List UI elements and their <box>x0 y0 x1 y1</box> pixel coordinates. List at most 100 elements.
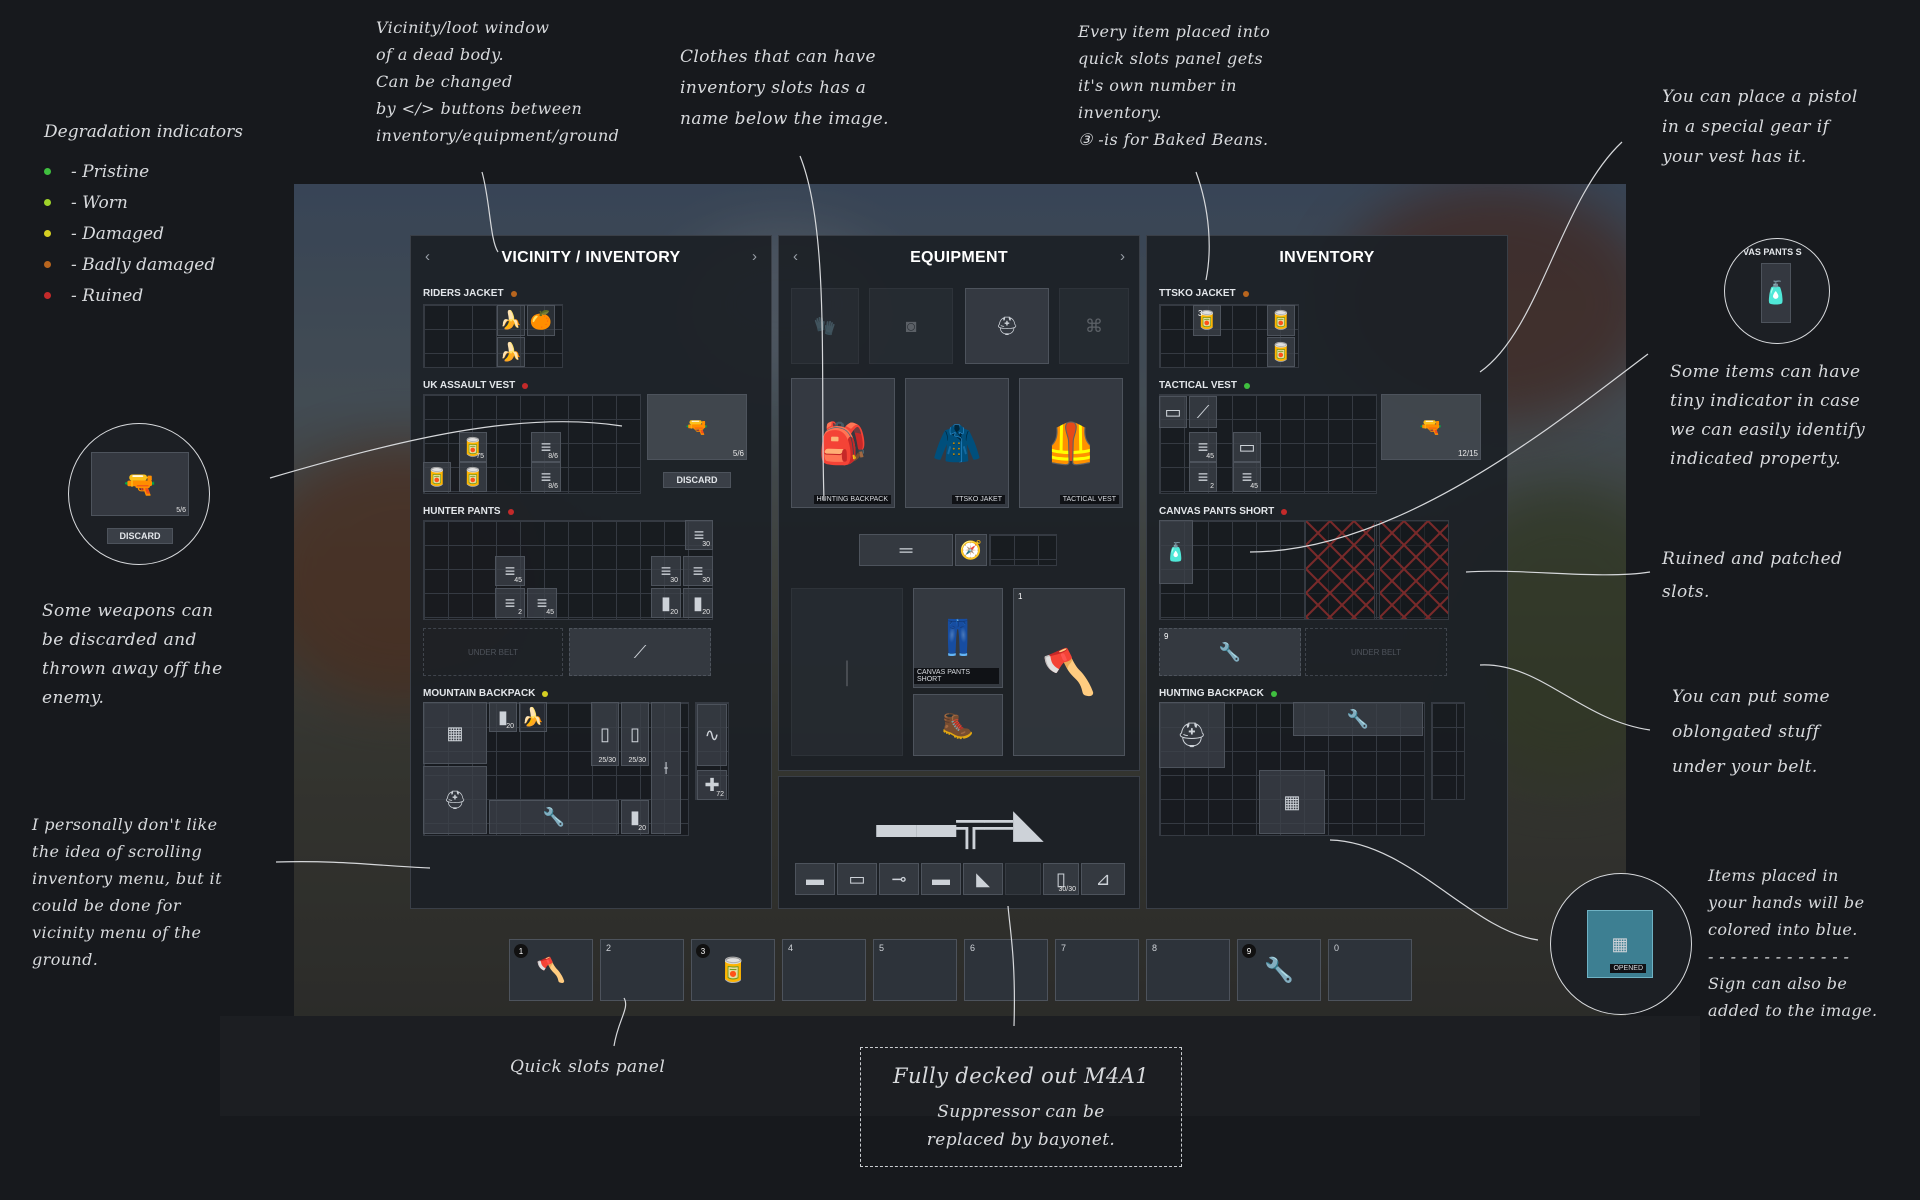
flashlight-icon[interactable]: ▭ <box>1159 396 1187 428</box>
damaged-indicator-icon <box>542 690 549 697</box>
hunting-backpack-icon[interactable]: 🎒HUNTING BACKPACK <box>791 378 895 508</box>
quick-slot-1[interactable]: 1🪓 <box>509 939 593 1001</box>
binoculars-slot-icon[interactable]: ⌘ <box>1059 288 1129 364</box>
beans-can-icon[interactable]: 🥫75 <box>459 432 487 462</box>
rifle-silhouette-slot-icon[interactable]: ︱ <box>791 588 903 756</box>
orange-icon[interactable]: 🍊 <box>527 305 555 336</box>
revolver-icon[interactable]: 🔫5/6 <box>647 394 747 460</box>
beans-can-icon[interactable]: 🥫 <box>1267 305 1295 336</box>
vicinity-prev-arrow-icon[interactable]: ‹ <box>425 248 430 265</box>
handguard-icon[interactable]: ▬ <box>921 863 961 895</box>
buttstock-icon[interactable]: ◣ <box>963 863 1003 895</box>
m4a1-rifle-icon[interactable]: ▬▬╦═◣ <box>876 802 1044 846</box>
painkillers-icon[interactable]: ✚72 <box>697 770 727 800</box>
discard-button[interactable]: DISCARD <box>107 528 173 544</box>
mask-slot-icon[interactable]: ◙ <box>869 288 953 364</box>
water-bottle-icon[interactable]: 🧴 <box>1159 520 1193 584</box>
shotgun-shells-icon[interactable]: ▮20 <box>651 588 681 618</box>
quick-slot-5[interactable]: 5 <box>873 939 957 1001</box>
pistol-icon[interactable]: 🔫12/15 <box>1381 394 1481 460</box>
helmet-icon[interactable]: ⛑ <box>423 766 487 834</box>
ammo-icon[interactable]: ≡8/6 <box>531 462 561 492</box>
uk-assault-vest-section: UK ASSAULT VEST <box>423 380 529 391</box>
legend-item-damaged: - Damaged <box>44 218 243 249</box>
under-belt-slot-empty[interactable]: UNDER BELT <box>423 628 563 676</box>
badly-damaged-dot-icon <box>44 261 51 268</box>
ammo-icon[interactable]: ≡8/6 <box>531 432 561 462</box>
ammo-icon[interactable]: ≡45 <box>527 588 557 618</box>
quick-slot-2[interactable]: 2 <box>600 939 684 1001</box>
banana-icon[interactable]: 🍌 <box>519 702 547 732</box>
ammo-icon[interactable]: ≡45 <box>1233 462 1261 492</box>
discard-button[interactable]: DISCARD <box>663 472 731 488</box>
crowbar-icon[interactable]: ⟋ <box>569 628 711 676</box>
quick-slot-number: 2 <box>606 943 612 953</box>
equipment-panel: ‹ EQUIPMENT › 🧤 ◙ ⛑ ⌘ 🎒HUNTING BACKPACK … <box>778 235 1140 771</box>
quick-slot-4[interactable]: 4 <box>782 939 866 1001</box>
flashlight-icon[interactable]: ▭ <box>837 863 877 895</box>
ammo-icon[interactable]: ≡45 <box>495 556 525 586</box>
hunter-pants-section: HUNTER PANTS <box>423 506 514 517</box>
hunting-backpack-side-grid[interactable] <box>1431 702 1465 800</box>
badly-damaged-indicator-icon <box>1242 290 1249 297</box>
equipment-prev-arrow-icon[interactable]: ‹ <box>793 248 798 265</box>
belt-empty-slots[interactable] <box>989 534 1057 566</box>
magazine-icon[interactable]: ▯30/30 <box>1043 863 1079 895</box>
ammo-box-icon[interactable]: ▦ <box>423 702 487 764</box>
beans-can-icon[interactable]: 🥫3 <box>1193 305 1221 336</box>
banana-icon[interactable]: 🍌 <box>497 305 525 336</box>
boots-icon[interactable]: 🥾 <box>913 694 1003 756</box>
canvas-pants-short-icon[interactable]: 👖CANVAS PANTS SHORT <box>913 588 1003 688</box>
quick-slot-7[interactable]: 7 <box>1055 939 1139 1001</box>
motorcycle-helmet-icon[interactable]: ⛑ <box>1159 702 1225 768</box>
sight-icon[interactable]: ⊿ <box>1081 863 1125 895</box>
pipe-wrench-icon[interactable]: 🔧 <box>489 800 619 834</box>
shotgun-shells-icon[interactable]: ▮20 <box>621 800 649 834</box>
knife-icon[interactable]: ⟋ <box>1189 396 1217 428</box>
tactical-vest-icon[interactable]: 🦺TACTICAL VEST <box>1019 378 1123 508</box>
beans-can-icon[interactable]: 🥫 <box>1267 337 1295 367</box>
discard-callout-bubble: 🔫5/6 DISCARD <box>68 423 210 565</box>
ammo-icon[interactable]: ≡2 <box>495 588 525 618</box>
quick-slot-3[interactable]: 3🥫 <box>691 939 775 1001</box>
quick-slot-6[interactable]: 6 <box>964 939 1048 1001</box>
magazine-icon[interactable]: ▯25/30 <box>591 702 619 766</box>
ammo-icon[interactable]: ≡2 <box>1189 462 1217 492</box>
pipe-wrench-icon[interactable]: 🔧9 <box>1159 628 1301 676</box>
compass-icon[interactable]: 🧭 <box>955 534 987 566</box>
suppressor-icon[interactable]: ▬ <box>795 863 835 895</box>
vicinity-next-arrow-icon[interactable]: › <box>752 248 757 265</box>
shotgun-shells-icon[interactable]: ▮20 <box>489 702 517 732</box>
machete-icon[interactable]: ⟊ <box>651 702 681 834</box>
pipe-wrench-icon[interactable]: 🔧 <box>1293 702 1423 736</box>
riders-jacket-section: RIDERS JACKET <box>423 288 517 299</box>
rope-icon[interactable]: ∿ <box>697 704 727 766</box>
ammo-icon[interactable]: ≡45 <box>1189 432 1217 462</box>
belt-icon[interactable]: ═ <box>859 534 953 566</box>
ammo-box-icon[interactable]: ▦ <box>1259 770 1325 834</box>
ttsko-jacket-icon[interactable]: 🧥TTSKO JAKET <box>905 378 1009 508</box>
fire-axe-icon[interactable]: 🪓1 <box>1013 588 1125 756</box>
battery-flashlight-icon[interactable]: ▭ <box>1233 432 1261 462</box>
quick-slot-0[interactable]: 0 <box>1328 939 1412 1001</box>
banana-icon[interactable]: 🍌 <box>497 337 525 367</box>
ammo-icon[interactable]: ≡30 <box>651 556 681 586</box>
legend-title: Degradation indicators <box>44 122 243 142</box>
gloves-slot-icon[interactable]: 🧤 <box>791 288 859 364</box>
quick-slot-number: 5 <box>879 943 885 953</box>
ammo-icon[interactable]: ≡30 <box>685 520 713 550</box>
quick-slot-8[interactable]: 8 <box>1146 939 1230 1001</box>
empty-attachment-slot[interactable] <box>1005 863 1041 895</box>
scope-icon[interactable]: ⊸ <box>879 863 919 895</box>
hands-callout-bubble: ▦OPENED <box>1550 873 1692 1015</box>
quick-slot-9[interactable]: 9🔧 <box>1237 939 1321 1001</box>
helmet-icon[interactable]: ⛑ <box>965 288 1049 364</box>
beans-can-icon[interactable]: 🥫 <box>459 462 487 492</box>
magazine-icon[interactable]: ▯25/30 <box>621 702 649 766</box>
shotgun-shells-icon[interactable]: ▮20 <box>683 588 713 618</box>
equipment-next-arrow-icon[interactable]: › <box>1120 248 1125 265</box>
clothes-note: Clothes that can have inventory slots ha… <box>680 47 889 129</box>
under-belt-slot-empty[interactable]: UNDER BELT <box>1305 628 1447 676</box>
ammo-icon[interactable]: ≡30 <box>683 556 713 586</box>
beans-can-icon[interactable]: 🥫 <box>423 462 451 492</box>
